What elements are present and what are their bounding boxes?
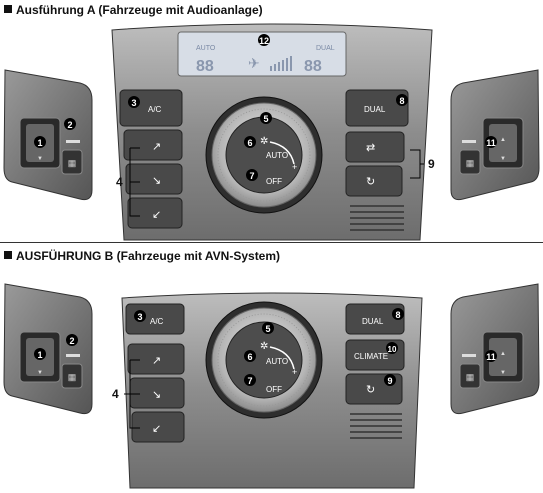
- callout-6: 6: [247, 138, 252, 148]
- callout-5-b: 5: [265, 324, 270, 334]
- seat-airflow-icon: ✈: [248, 55, 260, 71]
- callout-8-b: 8: [395, 310, 400, 320]
- climate-main-panel: AUTO DUAL 88 88 ✈ A/C ↗ ↘ ↙ DUAL ⇄ ↻: [111, 23, 433, 241]
- up-arrow-icon: ▲: [500, 351, 506, 357]
- front-defrost-icon: ▦: [466, 372, 475, 382]
- climate-button-label: CLIMATE: [354, 352, 388, 361]
- fan-control-knob-b: ✲ AUTO OFF +: [205, 301, 323, 419]
- display-temp-right: 88: [304, 58, 322, 75]
- recirculation-icon: ↻: [366, 384, 375, 396]
- ac-button-label: A/C: [148, 105, 162, 114]
- off-button-label: OFF: [266, 177, 282, 186]
- fan-icon: ✲: [260, 341, 268, 352]
- left-seat-heater-panel-b: ▲ ▼ ▦: [3, 283, 93, 415]
- face-vent-icon: ↗: [152, 355, 161, 367]
- right-seat-heater-panel: ▲ ▼ ▦: [450, 69, 540, 201]
- diagram-a: ▲ ▼ ▦ ▲ ▼ ▦ AUTO DUAL 88 88 ✈ A/C: [3, 23, 540, 241]
- callouts-a: 12 3 5 6 7 8 1 2 11 4 9: [34, 34, 497, 189]
- callouts-b: 3 5 6 7 8 10 9 1 2 11 4: [34, 308, 497, 401]
- face-floor-vent-icon: ↘: [152, 389, 161, 401]
- callout-1-b: 1: [37, 350, 42, 360]
- ac-button-label-b: A/C: [150, 317, 164, 326]
- down-arrow-icon: ▼: [37, 156, 43, 162]
- section-b-title-text: AUSFÜHRUNG B (Fahrzeuge mit AVN-System): [16, 249, 281, 263]
- section-a-title-text: Ausführung A (Fahrzeuge mit Audioanlage): [16, 3, 263, 17]
- left-seat-heater-panel: ▲ ▼ ▦: [3, 69, 93, 201]
- section-divider: [0, 242, 543, 243]
- callout-5: 5: [263, 114, 268, 124]
- fan-control-knob: ✲ AUTO OFF +: [205, 96, 323, 214]
- callout-9: 9: [428, 157, 435, 171]
- callout-9-b: 9: [387, 376, 392, 386]
- up-arrow-icon: ▲: [500, 137, 506, 143]
- diagram-b: ▲ ▼ ▦ ▲ ▼ ▦ A/C ↗ ↘ ↙ DUAL C: [3, 283, 540, 489]
- left-button-column-b: A/C ↗ ↘ ↙: [125, 303, 185, 443]
- callout-2-b: 2: [69, 336, 74, 346]
- off-button-label-b: OFF: [266, 385, 282, 394]
- down-arrow-icon: ▼: [500, 156, 506, 162]
- vent-grille: [350, 205, 404, 231]
- floor-vent-icon: ↙: [152, 209, 161, 221]
- section-a-title: Ausführung A (Fahrzeuge mit Audioanlage): [4, 3, 263, 17]
- callout-6-b: 6: [247, 352, 252, 362]
- rear-defrost-icon: ▦: [68, 158, 77, 168]
- callout-12: 12: [259, 36, 269, 46]
- right-seat-heater-panel-b: ▲ ▼ ▦: [450, 283, 540, 415]
- callout-11-b: 11: [486, 352, 496, 362]
- down-arrow-icon: ▼: [37, 370, 43, 376]
- callout-8: 8: [399, 96, 404, 106]
- climate-main-panel-b: A/C ↗ ↘ ↙ DUAL CLIMATE ↻ ✲: [121, 292, 423, 489]
- face-floor-vent-icon: ↘: [152, 175, 161, 187]
- svg-text:+: +: [292, 367, 297, 377]
- callout-2: 2: [67, 120, 72, 130]
- right-button-column: DUAL ⇄ ↻: [345, 89, 409, 231]
- callout-3-b: 3: [137, 312, 142, 322]
- callout-11: 11: [486, 138, 496, 148]
- fan-level-bars: [270, 56, 292, 71]
- callout-3: 3: [131, 98, 136, 108]
- display-temp-left: 88: [196, 58, 214, 75]
- section-b-title: AUSFÜHRUNG B (Fahrzeuge mit AVN-System): [4, 249, 280, 263]
- auto-button-label-b: AUTO: [266, 357, 288, 366]
- bullet-square-icon: [4, 251, 12, 259]
- callout-4: 4: [116, 175, 123, 189]
- bullet-square-icon: [4, 5, 12, 13]
- auto-button-label: AUTO: [266, 151, 288, 160]
- rear-defrost-icon: ▦: [68, 372, 77, 382]
- left-button-column: A/C ↗ ↘ ↙: [119, 89, 183, 229]
- fresh-air-icon: ⇄: [366, 142, 375, 154]
- face-vent-icon: ↗: [152, 141, 161, 153]
- callout-lines-b: [124, 359, 140, 429]
- callout-4-b: 4: [112, 387, 119, 401]
- vent-grille-b: [350, 413, 402, 439]
- display-dual-text: DUAL: [316, 45, 335, 52]
- svg-text:+: +: [292, 162, 297, 172]
- lcd-display: [177, 31, 347, 77]
- dual-button-label: DUAL: [364, 105, 386, 114]
- recirculation-icon: ↻: [366, 176, 375, 188]
- down-arrow-icon: ▼: [500, 370, 506, 376]
- callout-7-b: 7: [247, 376, 252, 386]
- floor-vent-icon: ↙: [152, 423, 161, 435]
- callout-7: 7: [249, 171, 254, 181]
- callout-lines-a: [129, 147, 424, 217]
- callout-10-b: 10: [388, 345, 397, 354]
- front-defrost-icon: ▦: [466, 158, 475, 168]
- fan-icon: ✲: [260, 136, 268, 147]
- display-auto-text: AUTO: [196, 45, 216, 52]
- dual-button-label-b: DUAL: [362, 317, 384, 326]
- callout-1: 1: [37, 138, 42, 148]
